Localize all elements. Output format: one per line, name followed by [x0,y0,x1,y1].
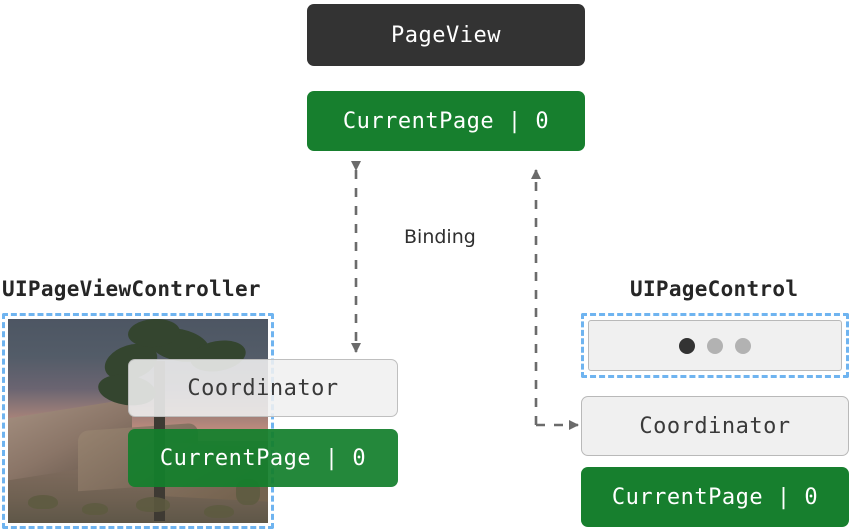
uipageviewcontroller-current-page-box: CurrentPage | 0 [128,429,398,487]
page-view-box: PageView [307,4,585,66]
uipageviewcontroller-current-page-label: CurrentPage | 0 [159,445,367,471]
uipagecontrol-current-page-box: CurrentPage | 0 [581,467,849,527]
uipagecontrol-selection-frame [581,313,849,378]
binding-label: Binding [404,226,476,248]
page-view-current-page-box: CurrentPage | 0 [307,91,585,151]
photo-shrub [28,495,58,509]
uipagecontrol-current-page-label: CurrentPage | 0 [611,484,819,510]
uipageviewcontroller-coordinator-box: Coordinator [128,359,398,417]
photo-shrub [204,505,234,518]
uipageviewcontroller-title: UIPageViewController [2,277,261,301]
uipagecontrol-box [588,320,842,371]
uipagecontrol-title: UIPageControl [630,277,799,301]
uipagecontrol-coordinator-label: Coordinator [639,413,791,439]
uipageviewcontroller-coordinator-label: Coordinator [187,375,339,401]
photo-shrub [136,497,170,512]
page-view-current-page-label: CurrentPage | 0 [342,108,550,134]
page-dot-inactive[interactable] [735,337,751,354]
uipagecontrol-coordinator-box: Coordinator [581,396,849,456]
page-view-label: PageView [391,22,501,48]
page-dot-inactive[interactable] [707,337,723,354]
page-dot-active[interactable] [679,337,695,354]
photo-shrub [82,503,108,515]
page-control-dots[interactable] [679,337,751,354]
page-photo [8,319,268,523]
uipageviewcontroller-selection-frame [2,313,274,529]
